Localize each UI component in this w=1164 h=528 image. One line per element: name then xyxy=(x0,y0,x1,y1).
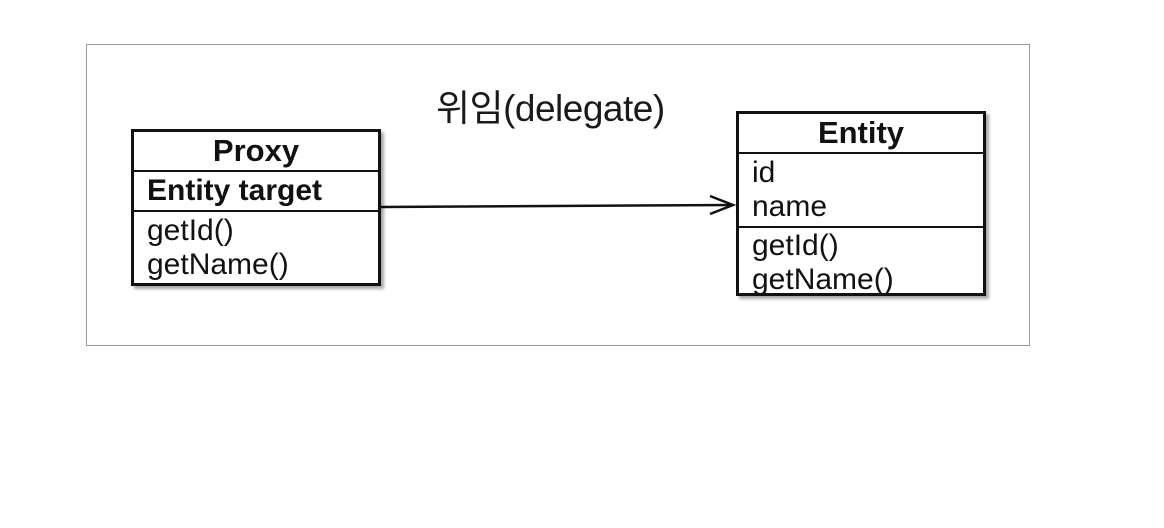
entity-field-id: id xyxy=(752,156,776,189)
proxy-field-target: Entity target xyxy=(147,174,323,207)
proxy-method-get-name: getName() xyxy=(147,248,289,281)
entity-method-get-id: getId() xyxy=(752,229,839,262)
proxy-class-box: Proxy Entity target getId() getName() xyxy=(131,129,381,286)
proxy-class-name: Proxy xyxy=(212,133,300,168)
entity-class-name: Entity xyxy=(817,115,905,150)
proxy-class-header: Proxy xyxy=(134,132,378,170)
entity-field-name: name xyxy=(752,190,828,223)
proxy-method-get-id: getId() xyxy=(147,214,234,247)
proxy-class-fields: Entity target xyxy=(134,170,378,210)
entity-class-header: Entity xyxy=(739,114,983,152)
entity-class-methods: getId() getName() xyxy=(739,226,983,297)
entity-class-box: Entity id name getId() getName() xyxy=(736,111,986,296)
entity-method-get-name: getName() xyxy=(752,263,894,296)
diagram-caption: 위임(delegate) xyxy=(436,88,665,129)
proxy-class-methods: getId() getName() xyxy=(134,210,378,282)
entity-class-fields: id name xyxy=(739,152,983,226)
